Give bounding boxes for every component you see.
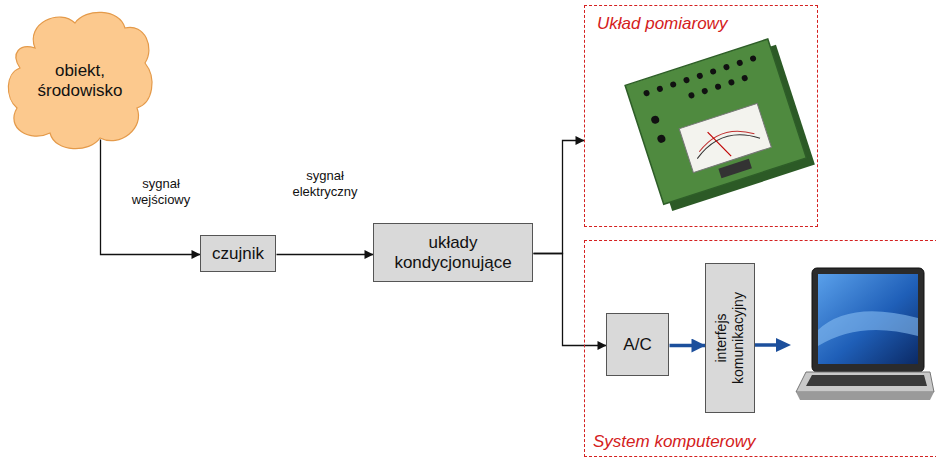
measurement-region: Układ pomiarowy [584,5,818,227]
node-label: A/C [623,335,651,355]
node-label: obiekt, środowisko [30,61,130,101]
cloud-outline [8,12,152,148]
conditioning-box: układy kondycjonujące [373,223,533,282]
signal-arrow [534,254,607,346]
signal-arrow [277,254,374,255]
sensor-box: czujnik [200,235,276,272]
node-label: interfejs komunikacyjny [713,282,747,394]
data-arrow [670,344,706,348]
meter-illustration [625,37,815,213]
node-label: czujnik [212,244,264,264]
signal-label-box: sygnał elektryczny [280,168,370,200]
computer-region: System komputerowy A/C interfejs komunikac… [584,240,936,457]
laptop-illustration [796,268,934,400]
region-title: Układ pomiarowy [597,14,727,34]
adc-box: A/C [606,313,669,376]
data-arrow [751,338,791,352]
signal-label: sygnał elektryczny [280,168,370,200]
signal-label: sygnał wejściowy [118,176,204,208]
node-label: układy kondycjonujące [383,233,523,273]
signal-arrow [534,141,585,254]
interface-box: interfejs komunikacyjny [705,263,755,413]
region-title: System komputerowy [593,432,756,452]
object-cloud: obiekt, środowisko [5,8,155,153]
signal-label-box: sygnał wejściowy [118,176,204,208]
